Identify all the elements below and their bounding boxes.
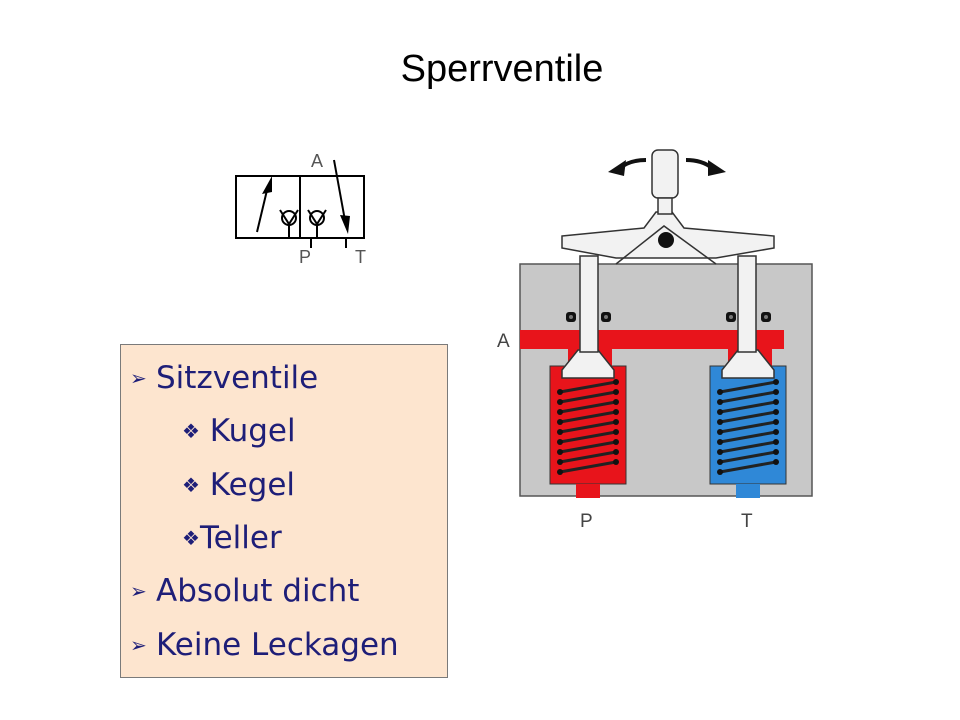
label-t: T bbox=[741, 511, 753, 532]
spring-right bbox=[719, 380, 777, 474]
arrow-up-icon bbox=[262, 176, 272, 194]
stem-right bbox=[737, 255, 757, 353]
symbol-label-a: A bbox=[311, 151, 323, 171]
arrow-down-icon bbox=[340, 215, 350, 234]
pivot-icon bbox=[658, 232, 674, 248]
bullet-item: ➢Sitzventile bbox=[130, 360, 319, 396]
stem-left bbox=[579, 255, 599, 353]
symbol-label-p: P bbox=[299, 247, 311, 267]
diamond-bullet-icon: ❖ bbox=[182, 473, 200, 497]
arrowhead-bullet-icon: ➢ bbox=[130, 579, 147, 603]
arrowhead-bullet-icon: ➢ bbox=[130, 366, 147, 390]
port-t-outlet bbox=[736, 484, 760, 498]
label-p: P bbox=[580, 511, 593, 532]
port-p-outlet bbox=[576, 484, 600, 498]
spring-left bbox=[559, 380, 617, 474]
poppet-right bbox=[721, 349, 775, 379]
diamond-bullet-icon: ❖ bbox=[182, 419, 200, 443]
bullet-item: ➢Keine Leckagen bbox=[130, 627, 399, 663]
arrowhead-bullet-icon: ➢ bbox=[130, 633, 147, 657]
symbol-label-t: T bbox=[355, 247, 366, 267]
lever-handle[interactable] bbox=[651, 149, 679, 199]
bullet-item: ❖ Kugel bbox=[182, 413, 296, 449]
bullet-item: ➢Absolut dicht bbox=[130, 573, 360, 609]
diamond-bullet-icon: ❖ bbox=[182, 526, 200, 550]
bullet-item: ❖Teller bbox=[182, 520, 282, 556]
label-a: A bbox=[497, 331, 510, 352]
bullet-box bbox=[120, 344, 448, 678]
slide-title: Sperrventile bbox=[400, 48, 604, 90]
bullet-item: ❖ Kegel bbox=[182, 467, 296, 503]
